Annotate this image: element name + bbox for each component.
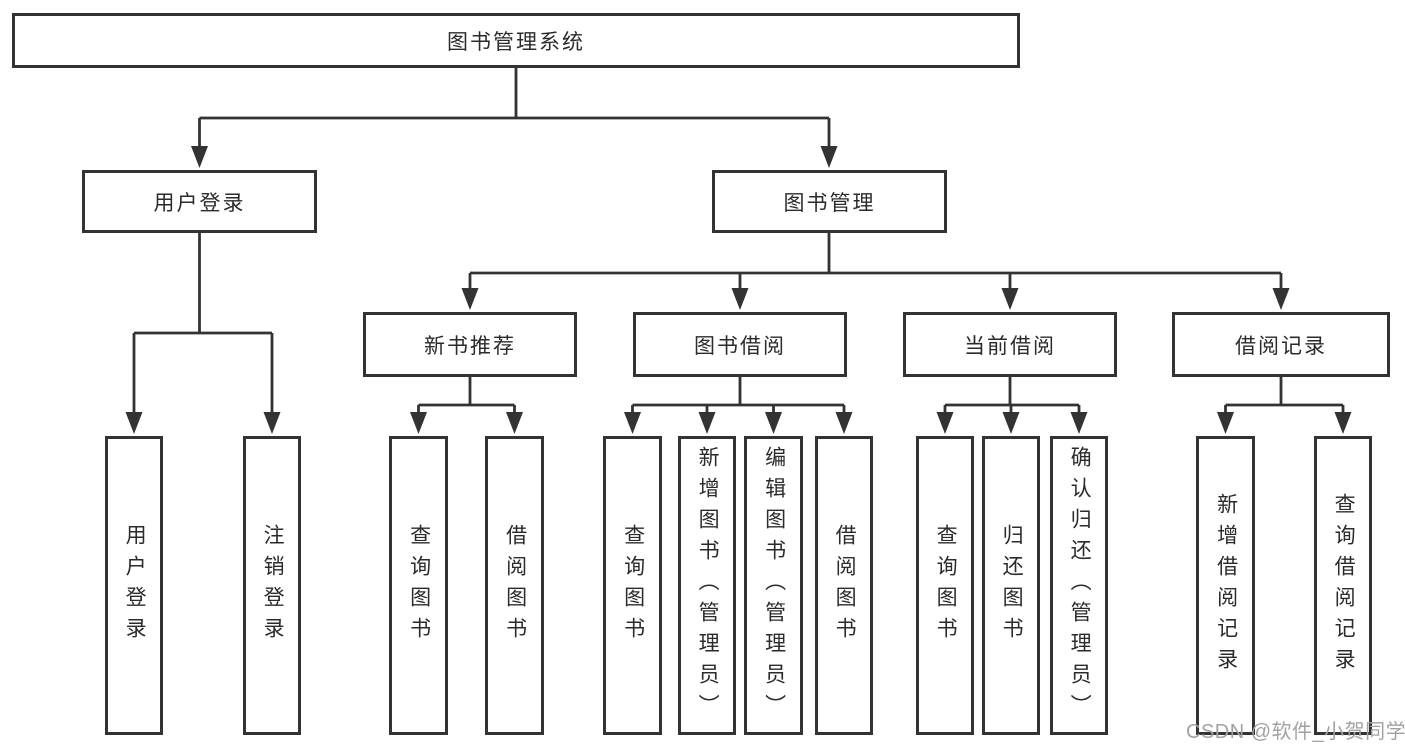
node-user-login: 用户登录 [82,170,317,233]
leaf-query-books-current-label: 查询图书 [934,523,958,648]
leaf-return-book-label: 归还图书 [1000,523,1024,648]
leaf-user-login-label: 用户登录 [123,523,147,648]
leaf-user-login: 用户登录 [105,436,163,735]
leaf-add-book-admin: 新增图书（管理员） [678,436,736,735]
leaf-borrow-books-label: 借阅图书 [833,523,857,648]
leaf-add-borrow-record-label: 新增借阅记录 [1214,492,1238,679]
leaf-confirm-return-admin-label: 确认归还（管理员） [1068,446,1092,725]
leaf-add-book-admin-label: 新增图书（管理员） [696,446,720,725]
arrow-heads [125,146,1352,434]
leaf-borrow-books-newbook-label: 借阅图书 [503,523,527,648]
leaf-query-borrow-record-label: 查询借阅记录 [1332,492,1356,679]
leaf-query-books-borrow-label: 查询图书 [621,523,645,648]
csdn-watermark: CSDN @软件_小贺同学 [1186,721,1405,743]
leaf-logout: 注销登录 [243,436,301,735]
leaf-add-borrow-record: 新增借阅记录 [1196,436,1255,735]
leaf-confirm-return-admin: 确认归还（管理员） [1050,436,1108,735]
node-root-system: 图书管理系统 [12,13,1020,68]
leaf-query-borrow-record: 查询借阅记录 [1314,436,1372,735]
node-current-borrow: 当前借阅 [903,312,1117,377]
leaf-edit-book-admin-label: 编辑图书（管理员） [762,446,786,725]
leaf-query-books-newbook: 查询图书 [389,436,448,735]
leaf-query-books-current: 查询图书 [916,436,974,735]
leaf-query-books-newbook-label: 查询图书 [407,523,431,648]
node-book-management: 图书管理 [712,170,947,233]
leaf-edit-book-admin: 编辑图书（管理员） [744,436,803,735]
node-new-book-recommend: 新书推荐 [363,312,577,377]
leaf-logout-label: 注销登录 [261,523,285,648]
leaf-borrow-books-newbook: 借阅图书 [485,436,544,735]
leaf-borrow-books: 借阅图书 [815,436,873,735]
node-book-borrow: 图书借阅 [633,312,847,377]
leaf-return-book: 归还图书 [982,436,1040,735]
leaf-query-books-borrow: 查询图书 [603,436,662,735]
node-borrow-records: 借阅记录 [1172,312,1390,377]
